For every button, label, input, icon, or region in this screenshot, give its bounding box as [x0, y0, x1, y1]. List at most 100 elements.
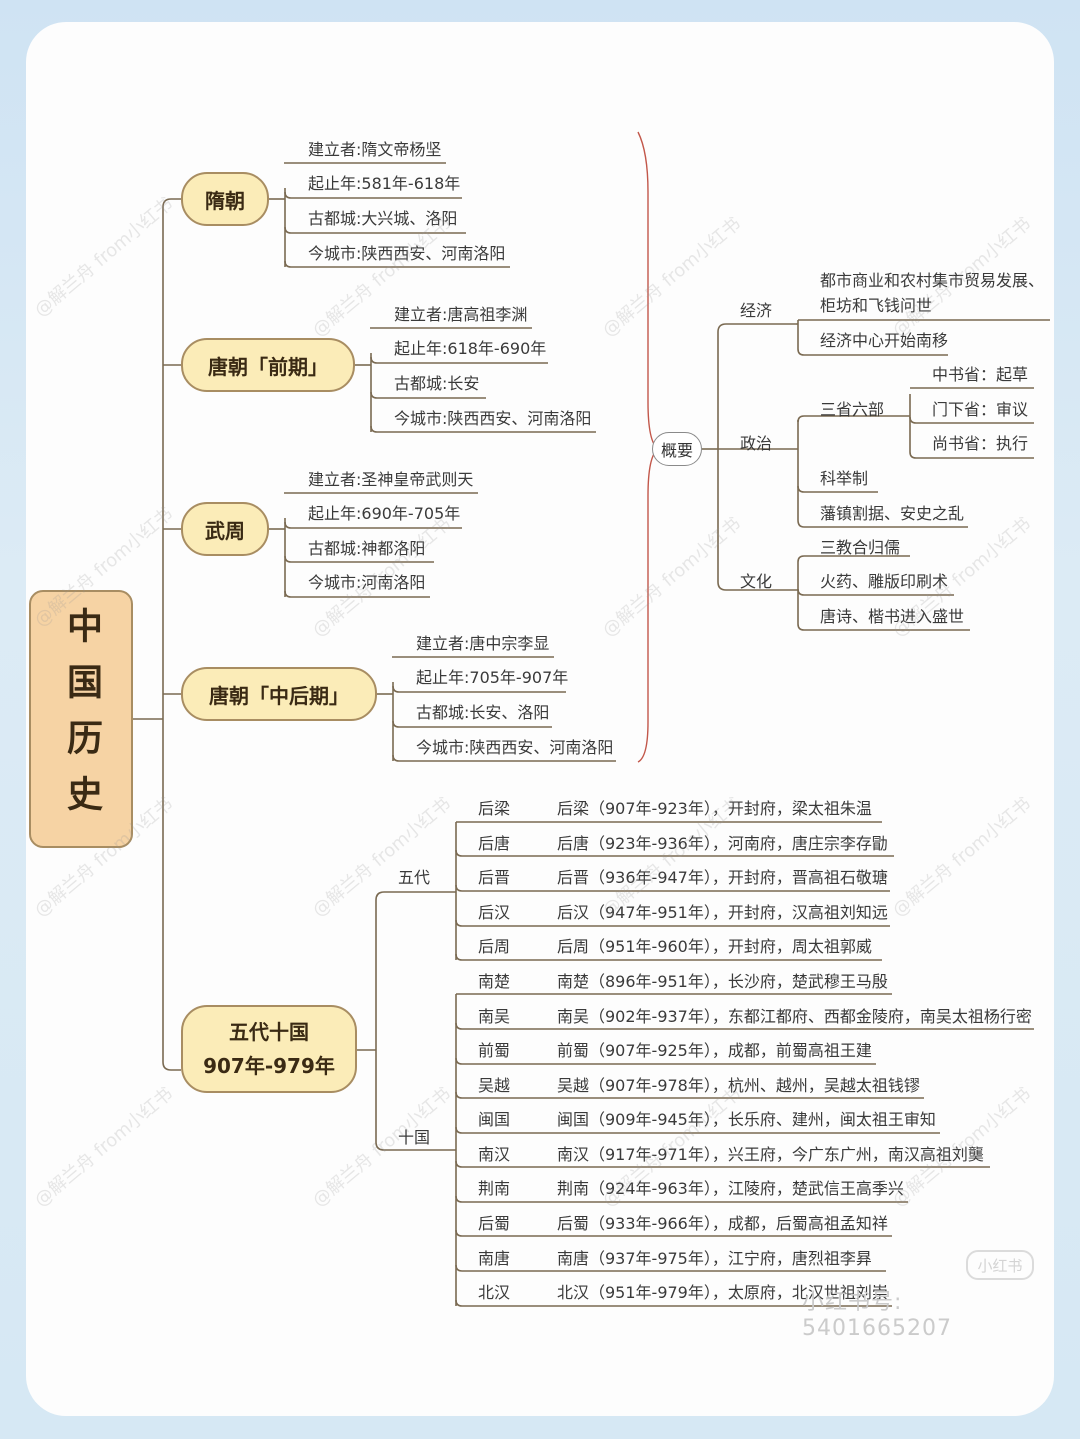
state-name: 后蜀	[478, 1214, 511, 1233]
leaf-text: 唐诗、楷书进入盛世	[820, 607, 965, 626]
xiaohongshu-logo: 小红书	[966, 1250, 1034, 1280]
leaf-text: 建立者:隋文帝杨坚	[308, 140, 442, 159]
leaf-underline	[284, 555, 434, 563]
leaf-underline	[284, 590, 430, 598]
leaf-underline	[455, 1264, 886, 1272]
leaf-text: 经济中心开始南移	[820, 331, 949, 350]
state-detail: 南汉（917年-971年），兴王府，今广东广州，南汉高祖刘龑	[557, 1145, 984, 1164]
state-name: 后唐	[478, 834, 511, 853]
dynasty-label: 唐朝「前期」	[208, 354, 328, 379]
state-detail: 后晋（936年-947年），开封府，晋高祖石敬瑭	[557, 868, 888, 887]
leaf-text: 古都城:大兴城、洛阳	[308, 209, 458, 228]
leaf-underline	[455, 1229, 892, 1237]
leaf-text: 古都城:神都洛阳	[308, 539, 426, 558]
state-detail: 吴越（907年-978年），杭州、越州，吴越太祖钱镠	[557, 1076, 920, 1095]
economy-label: 经济	[740, 301, 773, 320]
sansheng-spine	[888, 394, 1034, 459]
leaf-text: 起止年:690年-705年	[308, 504, 461, 523]
state-detail: 后梁（907年-923年），开封府，梁太祖朱温	[557, 799, 872, 818]
politics-label: 政治	[740, 434, 773, 453]
root-branch	[163, 364, 181, 695]
culture-label: 文化	[740, 572, 773, 591]
leaf-underline	[797, 415, 888, 423]
leaf-underline	[284, 260, 510, 268]
overview-spine	[717, 323, 796, 591]
leaf-text: 门下省：审议	[932, 400, 1029, 419]
wudai-spine	[375, 891, 456, 1151]
leaf-underline	[370, 425, 596, 433]
state-detail: 后唐（923年-936年），河南府，唐庄宗李存勖	[557, 834, 888, 853]
overview-node: 概要	[652, 432, 702, 466]
state-detail: 后周（951年-960年），开封府，周太祖郭威	[557, 937, 872, 956]
dynasty-node-tang-late: 唐朝「中后期」	[181, 667, 377, 721]
leaf-text: 建立者:唐中宗李显	[416, 634, 550, 653]
state-name: 后周	[478, 937, 511, 956]
leaf-underline	[392, 754, 616, 762]
state-name: 前蜀	[478, 1041, 511, 1060]
leaf-underline	[455, 849, 894, 857]
state-name: 后汉	[478, 903, 511, 922]
leaf-underline	[455, 884, 890, 892]
state-name: 南楚	[478, 972, 511, 991]
leaf-text: 今城市:河南洛阳	[308, 573, 426, 592]
state-detail: 南吴（902年-937年），东都江都府、西都金陵府，南吴太祖杨行密	[557, 1007, 1032, 1026]
leaf-text: 科举制	[820, 469, 869, 488]
leaf-underline	[455, 1160, 990, 1168]
account-id: 小红书号: 5401665207	[802, 1290, 952, 1341]
leaf-underline	[797, 588, 954, 596]
leaf-underline	[455, 1057, 876, 1065]
leaf-text: 建立者:唐高祖李渊	[394, 305, 528, 324]
leaf-text: 建立者:圣神皇帝武则天	[308, 470, 474, 489]
sansheng-label: 三省六部	[820, 400, 885, 419]
leaf-underline	[797, 320, 948, 356]
state-name: 闽国	[478, 1110, 511, 1129]
dynasty-label: 武周	[205, 518, 245, 543]
state-name: 南汉	[478, 1145, 511, 1164]
dynasty-node-wuzhou: 武周	[181, 502, 269, 556]
state-name: 吴越	[478, 1076, 511, 1095]
state-detail: 闽国（909年-945年），长乐府、建州，闽太祖王审知	[557, 1110, 936, 1129]
leaf-underline	[284, 521, 462, 529]
dynasty-node-tang-early: 唐朝「前期」	[181, 338, 355, 392]
dynasty-node-wudai-shiguo: 五代十国 907年-979年	[181, 1005, 357, 1093]
leaf-underline	[797, 555, 910, 563]
root-title: 中国历史	[61, 607, 102, 831]
leaf-underline	[370, 391, 486, 399]
leaf-text: 藩镇割据、安史之乱	[820, 504, 965, 523]
leaf-text: 古都城:长安、洛阳	[416, 703, 550, 722]
leaf-underline	[455, 919, 890, 927]
dynasty-node-sui: 隋朝	[181, 172, 269, 226]
state-name: 荆南	[478, 1179, 511, 1198]
leaf-underline	[455, 1126, 940, 1134]
wudai-label: 五代	[398, 868, 431, 887]
leaf-text: 今城市:陕西西安、河南洛阳	[308, 244, 506, 263]
leaf-underline	[455, 953, 882, 961]
state-name: 北汉	[478, 1283, 511, 1302]
leaf-underline	[909, 416, 1034, 424]
state-name: 南吴	[478, 1007, 511, 1026]
state-detail: 前蜀（907年-925年），成都，前蜀高祖王建	[557, 1041, 872, 1060]
leaf-text: 今城市:陕西西安、河南洛阳	[416, 738, 614, 757]
wudai-years: 907年-979年	[203, 1054, 335, 1078]
state-name: 南唐	[478, 1249, 511, 1268]
leaf-text: 起止年:618年-690年	[394, 339, 547, 358]
leaf-text: 中书省：起草	[932, 365, 1029, 384]
state-detail: 南唐（937年-975年），江宁府，唐烈祖李昪	[557, 1249, 872, 1268]
shiguo-label: 十国	[398, 1128, 431, 1147]
dynasty-label: 唐朝「中后期」	[209, 683, 349, 708]
state-detail: 南楚（896年-951年），长沙府，楚武穆王马殷	[557, 972, 888, 991]
leaf-text: 尚书省：执行	[932, 434, 1029, 453]
state-detail: 后蜀（933年-966年），成都，后蜀高祖孟知祥	[557, 1214, 888, 1233]
state-detail: 北汉（951年-979年），太原府，北汉世祖刘崇	[557, 1283, 888, 1302]
state-name: 后晋	[478, 868, 511, 887]
politics-spine	[796, 420, 968, 528]
state-name: 后梁	[478, 799, 511, 818]
leaf-text: 起止年:705年-907年	[416, 668, 569, 687]
leaf-underline	[370, 356, 548, 364]
state-detail: 荆南（924年-963年），江陵府，楚武信王高季兴	[557, 1179, 904, 1198]
leaf-underline	[455, 1299, 892, 1307]
leaf-underline	[797, 485, 878, 493]
leaf-underline	[455, 1022, 1034, 1030]
leaf-underline	[392, 685, 566, 693]
leaf-underline	[455, 1195, 908, 1203]
